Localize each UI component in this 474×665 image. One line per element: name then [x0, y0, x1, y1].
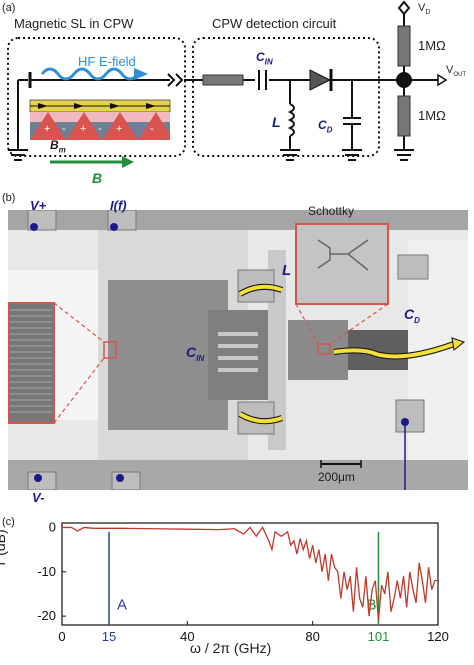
x-tick-label: 15 — [102, 629, 116, 644]
x-tick-label: 0 — [58, 629, 65, 644]
panel-c-label: (c) — [2, 516, 15, 528]
x-tick-label: 40 — [180, 629, 194, 644]
cd-label: CD — [318, 118, 333, 135]
y-tick-label: 0 — [49, 519, 56, 534]
y-axis-label: T (dB) — [0, 529, 8, 568]
panel-a-label: (a) — [2, 2, 16, 14]
schottky-diode — [309, 69, 332, 91]
r-top-label: 1MΩ — [418, 38, 446, 53]
panel-b-label: (b) — [2, 192, 16, 204]
superlattice-inset — [8, 302, 55, 424]
box1-title: Magnetic SL in CPW — [14, 16, 134, 31]
plot-frame — [61, 522, 439, 626]
micrograph-drawing — [8, 210, 468, 490]
cd-micro-label: CD — [404, 306, 420, 325]
marker-label-b: B — [366, 596, 376, 613]
marker-label-a: A — [117, 596, 127, 613]
vout-label: VOUT — [446, 64, 467, 79]
scalebar-label: 200μm — [318, 470, 355, 484]
x-tick-label: 101 — [368, 629, 390, 644]
b-label: B — [92, 170, 103, 186]
svg-text:-: - — [62, 123, 66, 135]
x-tick-label: 120 — [427, 629, 449, 644]
y-tick-label: -10 — [37, 564, 56, 579]
svg-text:+: + — [80, 123, 86, 135]
panel-a-schematic: + + + - - - — [7, 0, 448, 168]
transmission-chart: 0 15 40 80 101 120 0 -10 -20 A B — [37, 519, 449, 644]
vd-terminal — [397, 0, 411, 16]
resistor-bottom — [397, 95, 411, 137]
ground-symbol-out — [394, 149, 414, 161]
svg-text:-: - — [98, 123, 102, 135]
hf-field-label: HF E-field — [78, 54, 136, 69]
y-tick-label: -20 — [37, 608, 56, 623]
connector-chevrons — [167, 73, 184, 87]
vminus-label: V- — [32, 490, 45, 505]
if-label: I(f) — [110, 198, 127, 213]
ground-symbol-l — [280, 149, 300, 161]
l-micro-label: L — [282, 262, 292, 279]
vplus-label: V+ — [30, 198, 47, 213]
svg-text:+: + — [116, 123, 122, 135]
x-tick-label: 80 — [305, 629, 319, 644]
x-axis-label: ω / 2π (GHz) — [190, 640, 272, 656]
resistor-top — [397, 25, 411, 67]
schottky-inset — [295, 223, 389, 305]
svg-text:-: - — [150, 123, 154, 135]
cin-micro-label: CIN — [186, 344, 205, 363]
l-label: L — [272, 114, 281, 130]
schottky-label: Schottky — [308, 204, 355, 218]
device-micrograph — [8, 210, 468, 490]
inductor-l — [287, 103, 295, 137]
superlattice-structure: + + + - - - — [29, 99, 171, 140]
input-resistor — [202, 74, 244, 86]
vd-label: VD — [418, 2, 431, 17]
svg-text:+: + — [44, 123, 50, 135]
r-bottom-label: 1MΩ — [418, 108, 446, 123]
detection-box — [192, 37, 380, 157]
transmission-line — [62, 526, 438, 621]
hf-field-arrow — [40, 67, 140, 81]
bm-label: Bm — [50, 138, 66, 155]
superlattice-box — [7, 37, 186, 157]
ground-symbol-cd — [342, 149, 362, 161]
box2-title: CPW detection circuit — [212, 16, 337, 31]
ground-symbol-left — [8, 149, 28, 161]
cin-label: CIN — [256, 50, 273, 67]
